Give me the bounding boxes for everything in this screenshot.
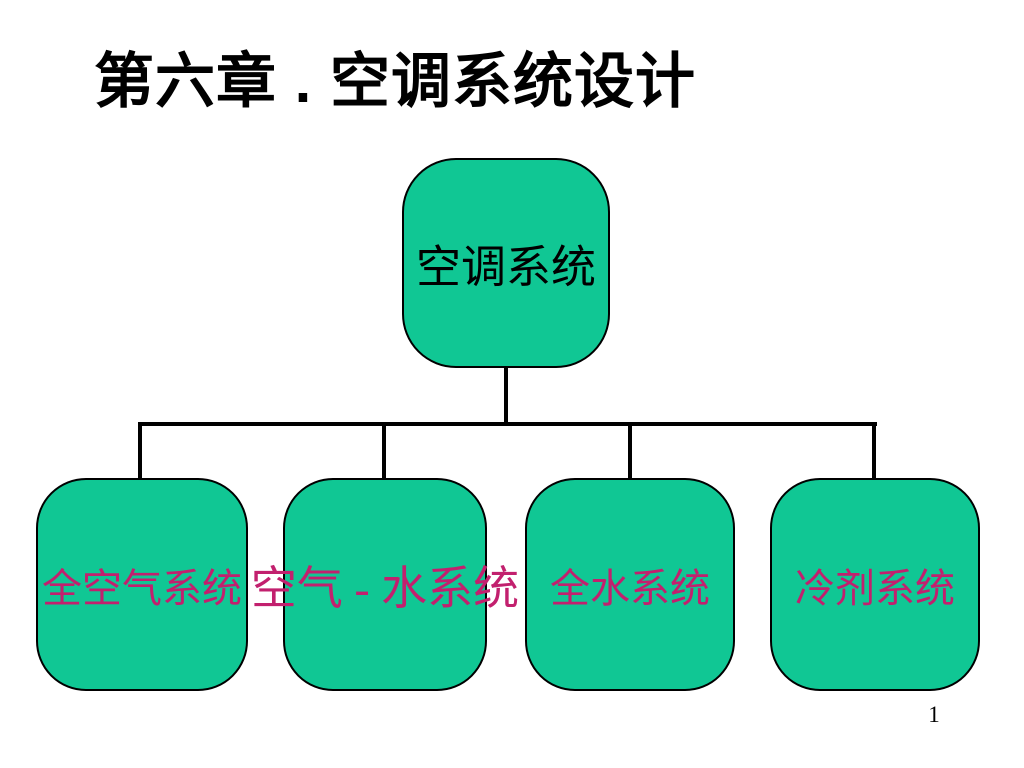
connector-drop-child-1 (138, 422, 142, 479)
connector-drop-child-2 (382, 422, 386, 479)
org-node-air-water-system: 空气 - 水系统 (251, 478, 519, 691)
org-node-all-air-system: 全空气系统 (36, 478, 248, 691)
org-node-all-water-system: 全水系统 (525, 478, 735, 691)
org-node-all-water-system-label: 全水系统 (550, 565, 710, 611)
org-node-root-label: 空调系统 (415, 242, 597, 293)
slide-title: 第六章 . 空调系统设计 (94, 48, 697, 115)
org-node-all-air-system-label: 全空气系统 (42, 565, 242, 611)
page-number: 1 (928, 702, 940, 727)
org-node-refrigerant-system: 冷剂系统 (770, 478, 980, 691)
connector-root-stem (504, 368, 508, 424)
org-node-root: 空调系统 (402, 158, 610, 368)
connector-drop-child-4 (872, 422, 876, 479)
connector-rail (138, 422, 877, 426)
org-node-air-water-system-label: 空气 - 水系统 (250, 562, 520, 614)
org-node-refrigerant-system-label: 冷剂系统 (795, 565, 955, 611)
connector-drop-child-3 (628, 422, 632, 479)
